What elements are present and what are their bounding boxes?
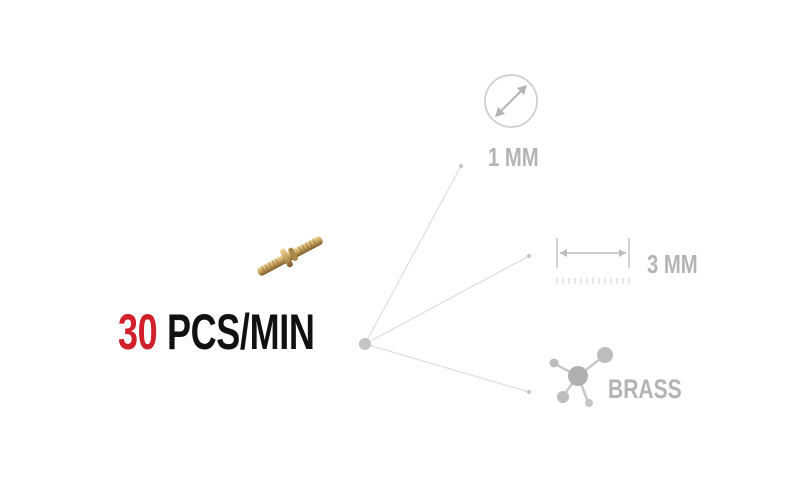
length-ruler-icon [556, 238, 630, 284]
diameter-label: 1 MM [488, 142, 539, 172]
connector-line-length [364, 255, 530, 345]
connector-dot-diameter [458, 163, 464, 169]
connector-line-diameter [364, 165, 462, 345]
rate-count: 30 [118, 304, 158, 360]
molecule-icon [549, 347, 613, 407]
connector-dot-length [526, 253, 532, 259]
rate-unit: PCS/MIN [166, 304, 315, 360]
material-label: BRASS [608, 374, 682, 404]
brass-pin-icon [257, 236, 323, 276]
production-rate-headline: 30 PCS/MIN [118, 302, 315, 362]
connector-line-material [364, 343, 530, 393]
diameter-icon [484, 74, 538, 128]
hub-dot [359, 338, 371, 350]
connector-dot-material [526, 389, 532, 395]
length-label: 3 MM [647, 249, 698, 279]
